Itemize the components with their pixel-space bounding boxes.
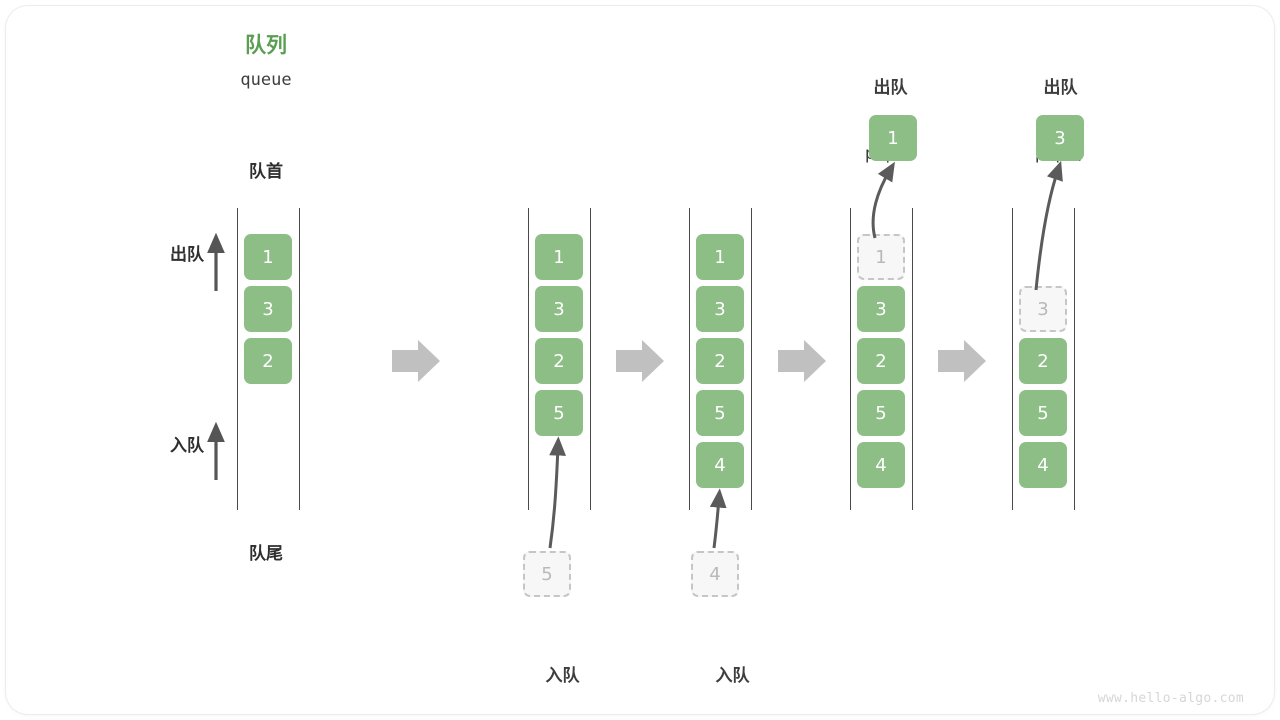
queue-cell: 4 [696,442,744,488]
queue-cell: 5 [1019,390,1067,436]
push-4-caption: 入队 push(4) [645,621,820,720]
figure-title-cn: 队列 [245,34,287,57]
queue-wall-left-stage-4 [850,208,851,510]
watermark: www.hello-algo.com [1097,691,1244,706]
dequeue-direction-label: 出队 [170,245,204,264]
queue-cell: 2 [1019,338,1067,384]
queue-cell: 2 [535,338,583,384]
queue-cell: 4 [1019,442,1067,488]
queue-wall-right-stage-1 [299,208,300,510]
queue-head-label: 队首 [249,162,283,181]
queue-wall-right-stage-2 [590,208,591,510]
queue-cell: 3 [244,286,292,332]
figure-title-en: queue [240,70,292,90]
queue-cell: 1 [696,234,744,280]
queue-cell: 2 [696,338,744,384]
queue-cell: 3 [696,286,744,332]
push-5-caption-cn: 入队 [545,665,580,685]
pop-3-caption-cn: 出队 [1043,77,1078,97]
queue-cell: 5 [857,390,905,436]
push-4-caption-cn: 入队 [715,665,750,685]
queue-tail-label: 队尾 [249,544,283,563]
queue-wall-left-stage-1 [237,208,238,510]
queue-cell: 1 [535,234,583,280]
popped-element-3: 3 [1036,115,1084,161]
queue-wall-left-stage-5 [1012,208,1013,510]
queue-cell: 3 [857,286,905,332]
queue-cell: 3 [535,286,583,332]
queue-cell-ghost: 3 [1019,286,1067,332]
queue-wall-right-stage-5 [1074,208,1075,510]
queue-wall-right-stage-3 [751,208,752,510]
queue-cell: 4 [857,442,905,488]
queue-cell-ghost: 1 [857,234,905,280]
popped-element-1: 1 [869,115,917,161]
push-5-caption: 入队 push(5) [475,621,650,720]
queue-cell: 2 [857,338,905,384]
queue-wall-left-stage-3 [689,208,690,510]
queue-wall-right-stage-4 [912,208,913,510]
queue-cell: 5 [696,390,744,436]
queue-cell: 1 [244,234,292,280]
pop-1-caption-cn: 出队 [873,77,908,97]
incoming-element-4: 4 [691,551,739,597]
queue-cell: 5 [535,390,583,436]
enqueue-direction-label: 入队 [170,436,204,455]
queue-wall-left-stage-2 [528,208,529,510]
incoming-element-5: 5 [523,551,571,597]
queue-cell: 2 [244,338,292,384]
